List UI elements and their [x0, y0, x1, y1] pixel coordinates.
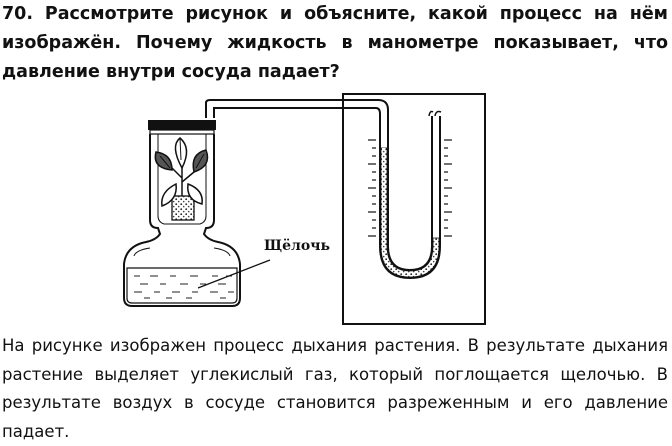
connecting-tube	[205, 99, 389, 126]
question-text: 70. Рассмотрите рисунок и объясните, как…	[2, 4, 668, 82]
respiration-experiment-illustration: Щёлочь	[123, 93, 486, 325]
flask	[123, 134, 241, 307]
u-tube-manometer	[379, 110, 442, 280]
jar-lid	[148, 120, 216, 130]
plant-pot	[171, 195, 195, 221]
alkali-label: Щёлочь	[264, 238, 330, 254]
label-pointer	[197, 259, 271, 289]
manometer-board	[342, 93, 486, 325]
manometer-figure: Щёлочь	[0, 88, 672, 328]
manometer-liquid	[380, 147, 440, 278]
answer-text: На рисунке изображен процесс дыхания рас…	[2, 336, 668, 441]
alkali-liquid	[126, 267, 238, 304]
manometer-scale	[368, 139, 452, 237]
potted-plant	[154, 137, 209, 221]
